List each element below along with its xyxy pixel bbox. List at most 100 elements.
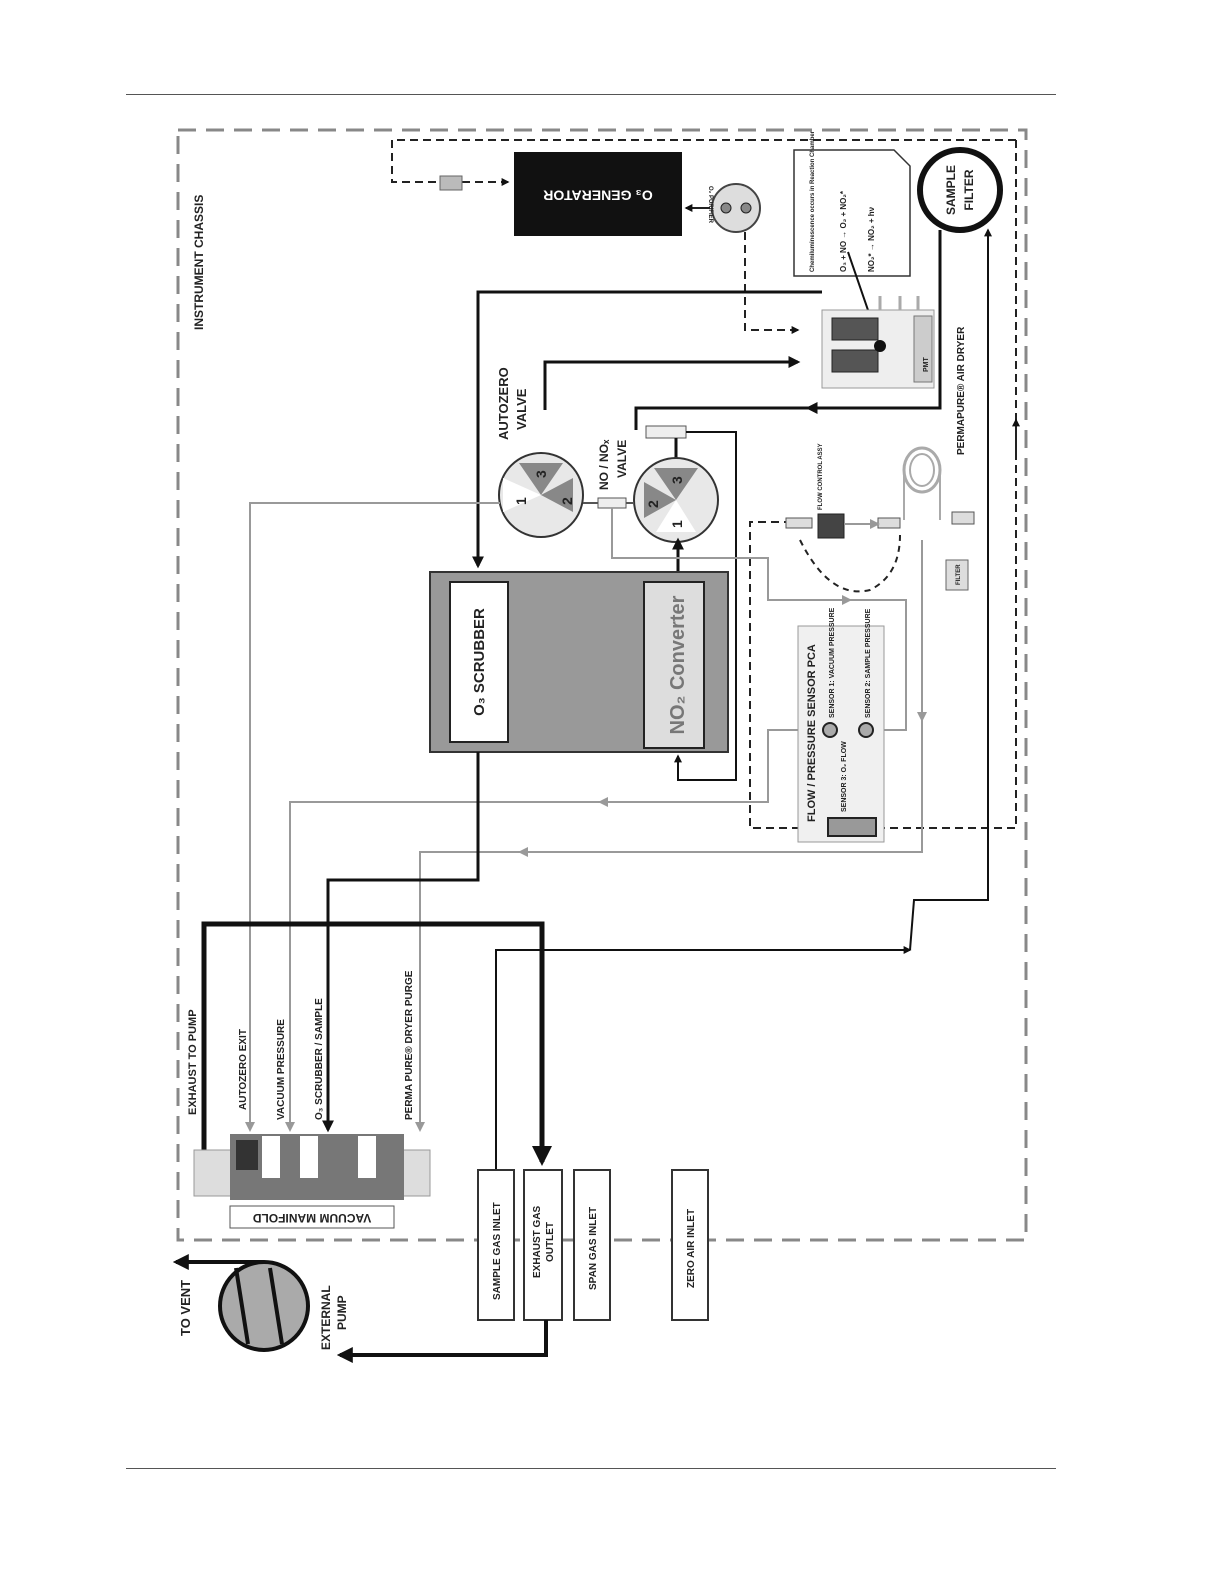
exhaust-to-pump-label: EXHAUST TO PUMP: [187, 1009, 199, 1115]
zero-air-inlet: [671, 1169, 709, 1321]
span-gas-inlet: [573, 1169, 611, 1321]
autozero-sector-1: [503, 478, 541, 512]
sample-gas-inlet: [477, 1169, 515, 1321]
path-chamber-to-scrubber: [472, 290, 822, 569]
sensor2: [858, 722, 874, 738]
o3-generator-label: O₃ GENERATOR: [543, 187, 652, 203]
to-vent-label: TO VENT: [178, 1280, 193, 1336]
vacuum-manifold-label: VACUUM MANIFOLD: [252, 1211, 371, 1225]
flow-tee-left: [785, 517, 813, 529]
autozero-port-1: 1: [513, 497, 529, 505]
nonox-valve-label-1: NO / NOₓ: [597, 439, 611, 490]
o3-generator: [514, 152, 682, 236]
thin-line-to-converter: [674, 431, 737, 781]
sensor1-label: SENSOR 1: VACUUM PRESSURE: [829, 607, 836, 718]
autozero-port-3: 3: [533, 470, 549, 478]
sensor3: [827, 817, 877, 837]
pump-vane: [234, 1267, 284, 1345]
sample-filter: [917, 147, 1003, 233]
external-pump-label-1: EXTERNAL: [319, 1285, 333, 1350]
autozero-valve-label-2: VALVE: [514, 388, 529, 430]
sensor-pca: [797, 625, 885, 843]
nonox-port-3: 3: [669, 476, 685, 484]
autozero-exit-fitting: [236, 1140, 258, 1170]
chamber-outlet-line: [878, 296, 920, 310]
reaction-eq2: NO₂* → NO₂ + hν: [867, 206, 876, 272]
header-rule: [126, 94, 1056, 95]
flow-control-label: FLOW CONTROL ASSY: [818, 443, 824, 510]
no2-converter: [643, 581, 705, 749]
permapure-label: PERMAPURE® AIR DRYER: [956, 326, 967, 455]
exhaust-gas-outlet-label-2: OUTLET: [545, 1222, 556, 1262]
exhaust-gas-outlet: [523, 1169, 563, 1321]
reaction-note-title: Chemiluminescence occurs in Reaction Cha…: [810, 130, 816, 272]
footer-rule: [126, 1468, 1056, 1469]
pmt-label: PMT: [923, 357, 930, 373]
reaction-point: [874, 340, 886, 352]
inline-filter: [439, 175, 463, 191]
flow-tee-right: [877, 517, 901, 529]
o3-scrubber-label: O₃ SCRUBBER: [471, 608, 488, 716]
zero-air-inlet-label: ZERO AIR INLET: [686, 1209, 697, 1288]
dashed-flow-assy-loop: [799, 534, 901, 593]
autozero-exit-label: AUTOZERO EXIT: [238, 1029, 249, 1110]
autozero-valve-label-1: AUTOZERO: [496, 367, 511, 440]
sample-filter-label-1: SAMPLE: [944, 165, 958, 215]
o2-purifier: [711, 183, 761, 233]
manifold-slot: [262, 1136, 280, 1178]
sample-gas-inlet-label: SAMPLE GAS INLET: [492, 1202, 503, 1300]
purifier-to-chamber-dashed: [744, 232, 800, 334]
path-exhaust-to-pump: [201, 921, 552, 1166]
nonox-port-2: 2: [645, 500, 661, 508]
path-filter-to-chamber: [805, 230, 942, 414]
sensor2-label: SENSOR 2: SAMPLE PRESSURE: [865, 608, 872, 718]
tee-fitting-top: [645, 425, 687, 439]
reaction-note: [793, 149, 911, 277]
autozero-sector-2: [541, 478, 573, 512]
sensor1: [822, 722, 838, 738]
sensor-pca-label: FLOW / PRESSURE SENSOR PCA: [806, 644, 818, 822]
vacuum-pressure-label: VACUUM PRESSURE: [276, 1019, 287, 1120]
tee-between-valves: [597, 497, 627, 509]
path-scrubber-to-manifold: [322, 752, 480, 1133]
reaction-cell-upper: [831, 317, 879, 341]
dashed-sensor3-loop: [749, 140, 1017, 829]
inline-filter-label: FILTER: [956, 564, 962, 585]
permapure-tubing: [903, 470, 941, 520]
gray-vacuum-line: [285, 729, 830, 1132]
nonox-sector-1: [656, 500, 696, 532]
chassis-label: INSTRUMENT CHASSIS: [192, 195, 206, 330]
span-gas-inlet-label: SPAN GAS INLET: [588, 1207, 599, 1290]
gray-purge-line: [415, 540, 923, 1132]
nonox-sector-3: [654, 468, 698, 500]
o3-scrubber: [449, 581, 509, 743]
path-outlet-to-pump: [336, 1320, 548, 1363]
exhaust-gas-outlet-label-1: EXHAUST GAS: [532, 1205, 543, 1278]
vacuum-manifold-label-box: [229, 1205, 395, 1229]
purifier-port: [740, 202, 752, 214]
sensor3-label: SENSOR 3: O₂ FLOW: [841, 741, 848, 812]
path-sample-inlet: [495, 946, 912, 1170]
reaction-eq1: O₃ + NO → O₂ + NO₂*: [839, 190, 848, 272]
inline-filter-body: [945, 559, 969, 591]
gray-autozero-exit-line: [245, 502, 500, 1132]
external-pump-label-2: PUMP: [335, 1295, 349, 1330]
purifier-port: [720, 202, 732, 214]
nonox-sector-2: [644, 482, 676, 518]
pmt-housing: [913, 315, 933, 383]
permapure-coil-inner: [909, 453, 935, 487]
perma-purge-label: PERMA PURE® DRYER PURGE: [404, 970, 415, 1120]
flow-control-assy: [817, 513, 845, 539]
nonox-port-1: 1: [669, 520, 685, 528]
autozero-port-2: 2: [559, 497, 575, 505]
o3-scrubber-sample-label: O₃ SCRUBBER / SAMPLE: [314, 998, 325, 1120]
manifold-slot: [358, 1136, 376, 1178]
path-sample-to-filter: [909, 228, 992, 951]
dashed-o2-path: [391, 139, 1016, 182]
chamber-inlet-arrow: [543, 356, 801, 410]
dryer-tee: [951, 511, 975, 525]
gray-tee-line: [611, 508, 852, 605]
path-valve-tee: [634, 406, 808, 430]
o2-purifier-label: O₂ PURIFIER: [707, 186, 713, 224]
